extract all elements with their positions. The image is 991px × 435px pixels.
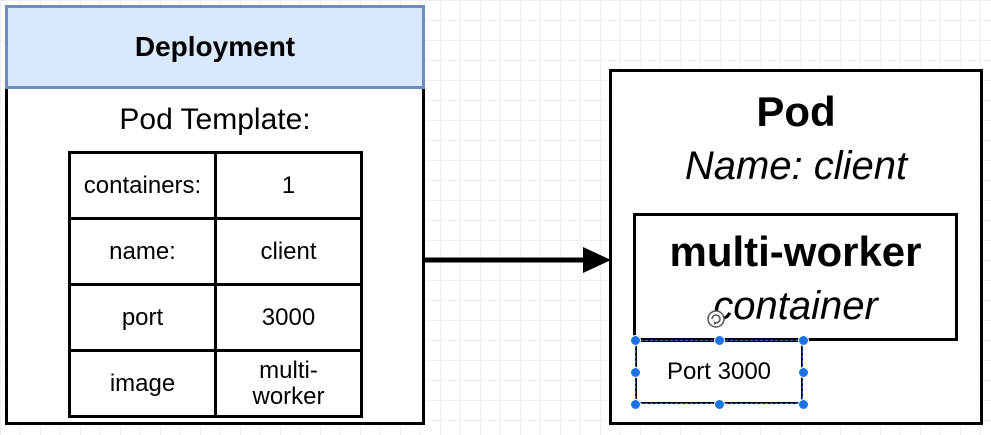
table-key-cell[interactable]: port — [68, 283, 217, 352]
container-name: multi-worker — [669, 228, 922, 275]
pod-title: Pod — [756, 88, 836, 135]
connector-arrow[interactable] — [425, 240, 615, 280]
rotate-icon[interactable] — [706, 309, 726, 329]
port-box[interactable]: Port 3000 — [635, 340, 803, 404]
table-key-cell[interactable]: image — [68, 349, 217, 418]
resize-handle-bottom-right[interactable] — [798, 399, 809, 410]
resize-handle-top-right[interactable] — [798, 335, 809, 346]
container-box[interactable] — [633, 213, 958, 341]
table-row: port 3000 — [68, 283, 363, 352]
pod-template-label: Pod Template: — [119, 103, 311, 136]
table-value-cell[interactable]: client — [214, 217, 363, 286]
table-value-cell[interactable]: multi- worker — [214, 349, 363, 418]
table-key-cell[interactable]: name: — [68, 217, 217, 286]
resize-handle-top-left[interactable] — [630, 335, 641, 346]
table-row: containers: 1 — [68, 151, 363, 220]
resize-handle-bottom-left[interactable] — [630, 399, 641, 410]
resize-handle-right[interactable] — [798, 367, 809, 378]
container-kind-label: container — [713, 283, 878, 328]
table-value-cell[interactable]: 3000 — [214, 283, 363, 352]
table-key-cell[interactable]: containers: — [68, 151, 217, 220]
pod-name-label: Name: client — [684, 143, 908, 188]
resize-handle-bottom[interactable] — [714, 399, 725, 410]
table-row: name: client — [68, 217, 363, 286]
resize-handle-left[interactable] — [630, 367, 641, 378]
table-value-cell[interactable]: 1 — [214, 151, 363, 220]
pod-template-table: containers: 1 name: client port 3000 ima… — [68, 151, 363, 418]
table-row: image multi- worker — [68, 349, 363, 418]
resize-handle-top[interactable] — [714, 335, 725, 346]
deployment-header[interactable]: Deployment — [5, 5, 425, 89]
